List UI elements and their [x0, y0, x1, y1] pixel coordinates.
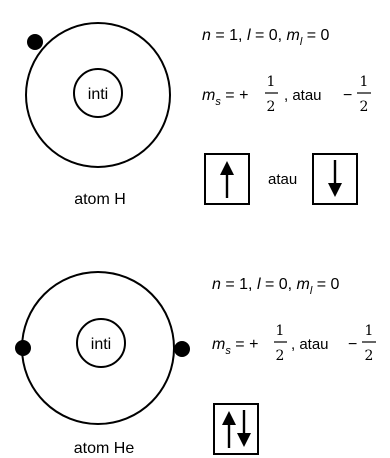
fraction-numerator: 1 [276, 323, 285, 339]
ml-value: = 0 [312, 276, 339, 293]
atom-he-nucleus-label: inti [91, 336, 111, 353]
svg-text:ms = +: ms = + [202, 87, 248, 108]
spin-up-arrow-icon [222, 411, 236, 448]
ms-equals: = [221, 87, 239, 104]
spin-down-arrow-icon [328, 160, 342, 197]
spin-up-arrow-icon [220, 161, 234, 198]
n-symbol: n [212, 276, 221, 293]
fraction-numerator: 1 [267, 74, 276, 90]
fraction-denominator-2: 2 [360, 99, 369, 115]
ms-symbol: m [212, 336, 225, 353]
spin-separator: , atau [291, 336, 329, 353]
atom-h-nucleus-label: inti [88, 86, 108, 103]
atom-he-caption: atom He [74, 440, 135, 457]
atom-he-electron-left [15, 340, 31, 356]
atom-h-quantum-line: n = 1, l = 0, ml = 0 [202, 27, 330, 48]
minus-sign: − [343, 87, 352, 104]
minus-sign: − [348, 336, 357, 353]
ml-symbol: m [297, 276, 310, 293]
n-symbol: n [202, 27, 211, 44]
spin-down-arrow-icon [237, 410, 251, 447]
n-value: = 1, [221, 276, 257, 293]
fraction-numerator-2: 1 [360, 74, 369, 90]
plus-sign: + [249, 336, 258, 353]
atom-h-spin-line: ms = + 1 2 , atau − 1 2 [202, 74, 371, 115]
atom-he-spin-line: ms = + 1 2 , atau − 1 2 [212, 323, 376, 364]
atom-he-quantum-line: n = 1, l = 0, ml = 0 [212, 276, 340, 297]
ms-equals: = [231, 336, 249, 353]
l-value: = 0, [251, 27, 287, 44]
fraction-denominator-2: 2 [365, 348, 374, 364]
atom-h-caption: atom H [74, 191, 126, 208]
ml-value: = 0 [302, 27, 329, 44]
svg-text:ms = +: ms = + [212, 336, 258, 357]
fraction-denominator: 2 [276, 348, 285, 364]
n-value: = 1, [211, 27, 247, 44]
atom-h-group: inti atom H n = 1, l = 0, ml = 0 ms = + … [26, 23, 371, 208]
ms-symbol: m [202, 87, 215, 104]
l-value: = 0, [261, 276, 297, 293]
ml-symbol: m [287, 27, 300, 44]
fraction-numerator-2: 1 [365, 323, 374, 339]
atom-he-electron-right [174, 341, 190, 357]
paired-spin-box [214, 404, 258, 454]
atom-he-group: inti atom He n = 1, l = 0, ml = 0 ms = +… [15, 272, 376, 457]
atom-h-electron [27, 34, 43, 50]
fraction-denominator: 2 [267, 99, 276, 115]
spin-separator: , atau [284, 87, 322, 104]
plus-sign: + [239, 87, 248, 104]
spin-or-label: atau [268, 171, 297, 188]
